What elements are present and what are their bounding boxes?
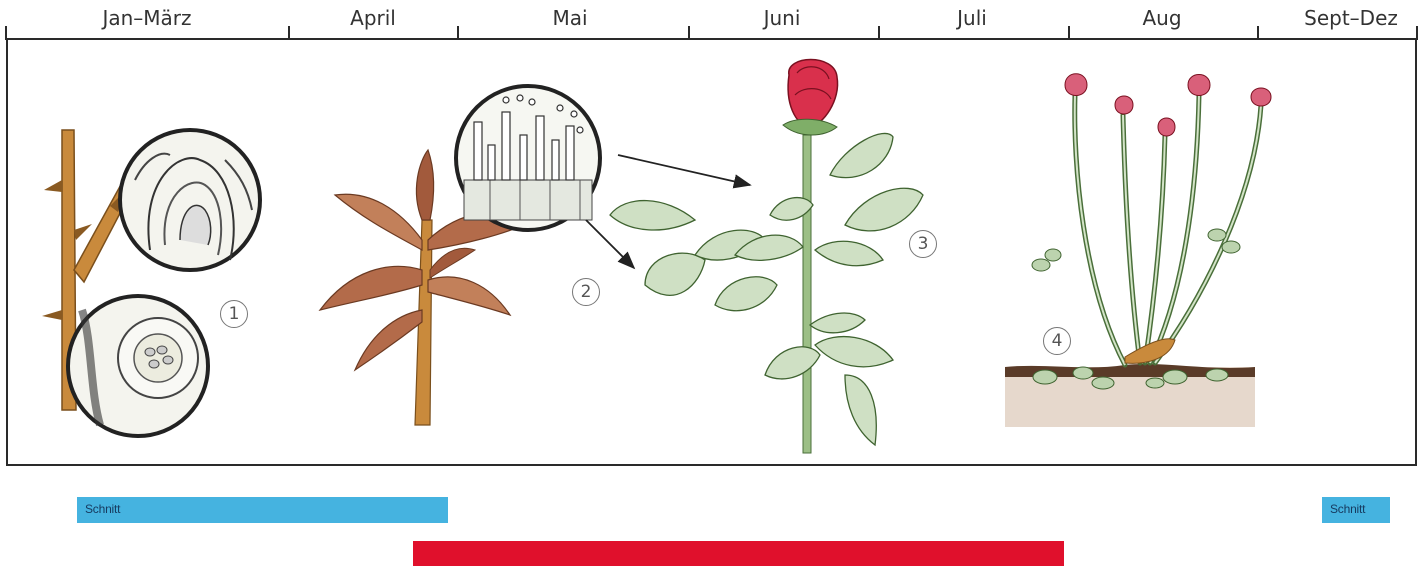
stage-number-4: 4 [1043,327,1071,355]
month-aug: Aug [1142,6,1181,30]
schnitt-bar-autumn: Schnitt [1322,497,1390,523]
schnitt-label-autumn: Schnitt [1330,502,1365,516]
rose-bloom-icon [783,60,838,136]
month-april: April [350,6,396,30]
schnitt-bar-spring: Schnitt [77,497,448,523]
timeline-header: Jan–März April Mai Juni Juli Aug Sept–De… [0,0,1427,40]
month-juni: Juni [764,6,801,30]
month-sept-dez: Sept–Dez [1304,6,1398,30]
month-mai: Mai [552,6,587,30]
timeline-axis [0,0,1427,42]
rose-bud-icon [1065,74,1087,96]
month-juli: Juli [957,6,987,30]
month-jan-maerz: Jan–März [102,6,191,30]
stage-number-1: 1 [220,300,248,328]
stage-4-shrub-winter [1005,65,1275,427]
stage-3-infected-rose [605,55,925,455]
infection-period-bar [413,541,1064,566]
stage-number-2: 2 [572,278,600,306]
detail-circle-bud-icon [120,130,260,270]
stage-number-3: 3 [909,230,937,258]
schnitt-label-spring: Schnitt [85,502,120,516]
stage-1-overwintering-branch [30,120,290,450]
detail-circle-spore-case-icon [68,296,208,436]
